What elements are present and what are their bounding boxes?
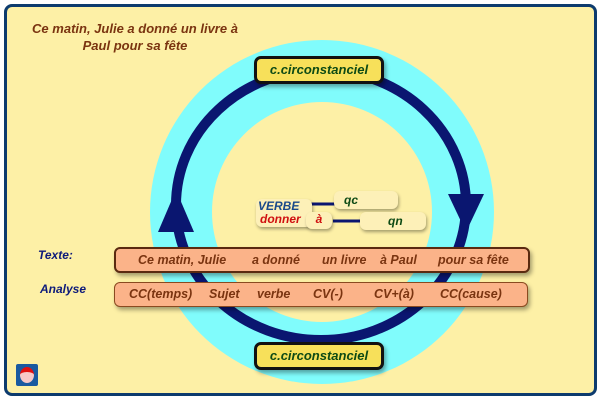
texte-segment: un livre xyxy=(322,253,367,267)
verbe-label: VERBE xyxy=(258,199,300,213)
up-arrow-icon xyxy=(158,190,194,232)
texte-segment: à Paul xyxy=(380,253,417,267)
texte-segment: pour sa fête xyxy=(438,253,509,267)
analyse-segment: CV(-) xyxy=(313,287,343,301)
texte-segment: a donné xyxy=(252,253,300,267)
qn-label: qn xyxy=(388,214,403,228)
donner-label: donner xyxy=(260,212,301,226)
analyse-bar: CC(temps) Sujet verbe CV(-) CV+(à) CC(ca… xyxy=(114,282,528,307)
a-box: à xyxy=(306,212,332,229)
logo-icon xyxy=(20,367,34,383)
down-arrow-icon xyxy=(448,194,484,232)
texte-bar: Ce matin, Julie a donné un livre à Paul … xyxy=(114,247,530,273)
analyse-segment: verbe xyxy=(257,287,291,301)
analyse-segment: CC(temps) xyxy=(129,287,193,301)
analyse-label: Analyse xyxy=(40,282,87,296)
bottom-complement-box: c.circonstanciel xyxy=(254,342,384,370)
home-button[interactable] xyxy=(16,364,38,386)
top-complement-box: c.circonstanciel xyxy=(254,56,384,84)
qc-label: qc xyxy=(344,193,359,207)
analyse-segment: CC(cause) xyxy=(440,287,502,301)
analyse-segment: CV+(à) xyxy=(374,287,414,301)
analyse-segment: Sujet xyxy=(209,287,240,301)
sentence-title: Ce matin, Julie a donné un livre à Paul … xyxy=(32,21,238,53)
texte-label: Texte: xyxy=(38,248,73,262)
verb-box: VERBE donner xyxy=(256,199,312,227)
qc-box: qc xyxy=(334,191,398,209)
texte-segment: Ce matin, Julie xyxy=(138,253,227,267)
qn-box: qn xyxy=(360,212,426,230)
